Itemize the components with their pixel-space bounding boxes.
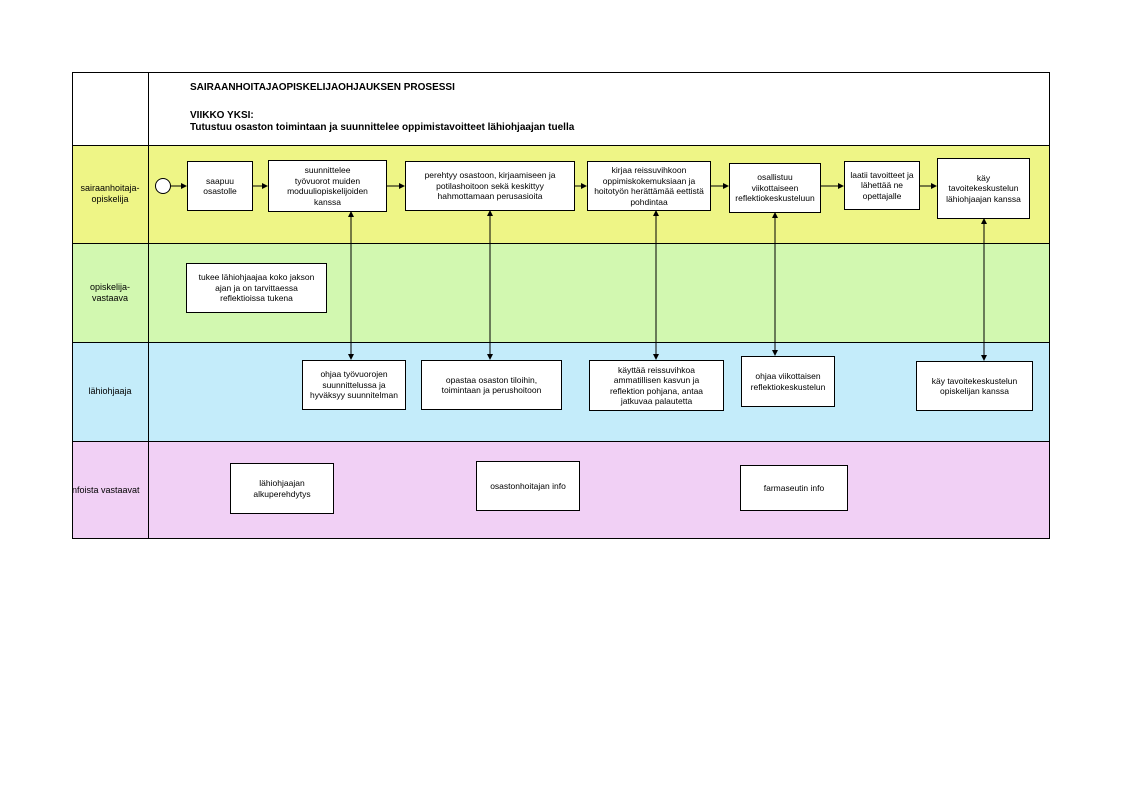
step-info-mentor: lähiohjaajan alkuperehdytys [230, 463, 334, 514]
step-goals: laatii tavoitteet ja lähettää ne opettaj… [844, 161, 920, 210]
diagram-frame [72, 72, 1050, 539]
lane-label-student: sairaanhoitaja- opiskelija [80, 183, 140, 204]
label-column-divider [148, 72, 149, 539]
step-goal-discussion: käy tavoitekeskustelun lähiohjaajan kans… [937, 158, 1030, 219]
step-mentor-orientation: opastaa osaston tiloihin, toimintaan ja … [421, 360, 562, 410]
step-info-pharmacist: farmaseutin info [740, 465, 848, 511]
week-heading: VIIKKO YKSI: [190, 110, 254, 121]
step-reflection: osallistuu viikottaiseen reflektiokeskus… [729, 163, 821, 213]
step-mentor-goal-discussion: käy tavoitekeskustelun opiskelijan kanss… [916, 361, 1033, 411]
step-mentor-notebook: käyttää reissuvihkoa ammatillisen kasvun… [589, 360, 724, 411]
step-coordinator-support: tukee lähiohjaajaa koko jakson ajan ja o… [186, 263, 327, 313]
lane-label-coordinator: opiskelija- vastaava [89, 281, 131, 303]
diagram-title: SAIRAANHOITAJAOPISKELIJAOHJAUKSEN PROSES… [190, 82, 455, 93]
step-arrive: saapuu osastolle [187, 161, 253, 211]
step-orientation: perehtyy osastoon, kirjaamiseen ja potil… [405, 161, 575, 211]
step-notebook: kirjaa reissuvihkoon oppimiskokemuksiaan… [587, 161, 711, 211]
step-plan-shifts: suunnittelee työvuorot muiden moduuliopi… [268, 160, 387, 212]
lane-label-mentor: lähiohjaaja [88, 386, 132, 396]
step-mentor-reflection: ohjaa viikottaisen reflektiokeskustelun [741, 356, 835, 407]
step-mentor-shifts: ohjaa työvuorojen suunnittelussa ja hyvä… [302, 360, 406, 410]
week-goal: Tutustuu osaston toimintaan ja suunnitte… [190, 122, 575, 133]
lane-label-info: nfoista vastaavat [72, 484, 140, 495]
step-info-head-nurse: osastonhoitajan info [476, 461, 580, 511]
start-event-icon [155, 178, 171, 194]
